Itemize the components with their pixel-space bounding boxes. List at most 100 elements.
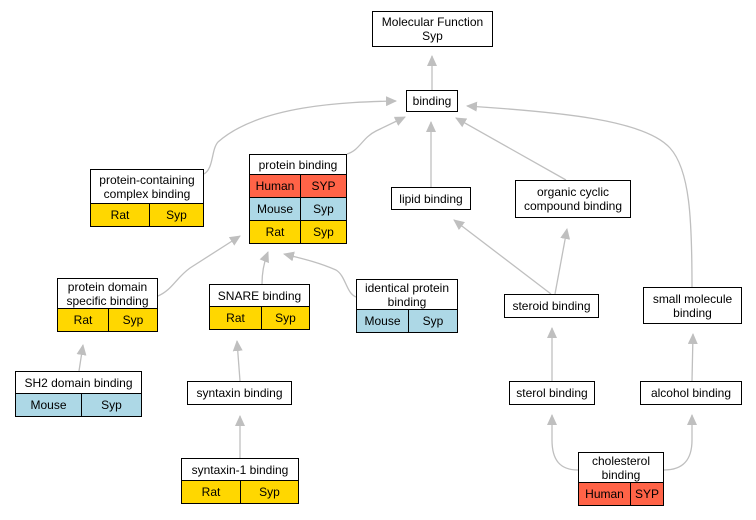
annotation-row: Human SYP (579, 482, 663, 505)
node-label-line: identical protein (364, 280, 450, 295)
node-alcohol-binding[interactable]: alcohol binding (640, 381, 742, 405)
node-label-line: SH2 domain binding (24, 375, 133, 390)
species-cell: Rat (110, 208, 130, 222)
node-label-line: cholesterol (591, 453, 651, 468)
node-label-line: binding (673, 305, 712, 320)
node-label: SNARE binding (210, 285, 309, 306)
node-label-line: syntaxin-1 binding (191, 462, 289, 477)
node-steroid-binding[interactable]: steroid binding (504, 294, 599, 318)
species-cell: Rat (73, 313, 93, 327)
species-cell: Rat (201, 485, 221, 499)
node-label-line: syntaxin binding (196, 386, 283, 400)
edge-protein-containing-complex-binding-to-binding (203, 96, 397, 175)
species-cell: Mouse (256, 202, 294, 216)
edge-syntaxin-binding-to-snare-binding (232, 340, 243, 382)
species-cell: Human (585, 487, 624, 501)
annotation-row: Rat Syp (210, 306, 309, 329)
annotation-row: Rat Syp (250, 220, 346, 243)
edge-identical-protein-binding-to-protein-binding (283, 251, 357, 298)
node-label-line: binding (412, 94, 452, 108)
node-label: SH2 domain binding (16, 372, 141, 393)
node-label: syntaxin-1 binding (182, 459, 298, 480)
node-label: sterol binding (510, 382, 594, 404)
edge-cholesterol-binding-to-sterol-binding (547, 414, 579, 471)
node-label-line: SNARE binding (217, 288, 302, 303)
annotation-row: Rat Syp (58, 308, 157, 331)
gene-cell: Syp (300, 198, 346, 220)
node-label-line: binding (601, 467, 641, 482)
annotation-row: Mouse Syp (357, 309, 457, 332)
node-label-line: small molecule (652, 291, 733, 306)
node-lipid-binding[interactable]: lipid binding (391, 187, 471, 210)
edge-small-molecule-binding-to-binding (466, 101, 693, 288)
gene-cell: Syp (240, 481, 298, 503)
species-cell: Mouse (364, 314, 401, 328)
species-cell: Rat (265, 225, 285, 239)
node-label: binding (407, 91, 457, 111)
gene-cell: SYP (630, 483, 663, 505)
edge-protein-binding-to-binding (346, 116, 406, 155)
edge-cholesterol-binding-to-alcohol-binding (663, 414, 697, 471)
edge-organic-cyclic-compound-binding-to-binding (455, 117, 567, 181)
annotation-row: Mouse Syp (250, 197, 346, 220)
node-label-line: sterol binding (516, 386, 588, 400)
annotation-row: Mouse Syp (16, 393, 141, 416)
gene-cell: SYP (300, 175, 346, 197)
node-label: lipid binding (392, 188, 470, 209)
gene-cell: Syp (408, 310, 457, 332)
node-binding[interactable]: binding (406, 90, 458, 112)
edge-snare-binding-to-protein-binding (259, 251, 269, 285)
node-label-line: protein domain (67, 279, 148, 294)
node-label: steroid binding (505, 295, 598, 317)
edge-steroid-binding-to-organic-cyclic-compound-binding (554, 228, 571, 295)
annotation-row: Human SYP (250, 174, 346, 197)
edge-steroid-binding-to-lipid-binding (453, 219, 552, 295)
gene-cell: Syp (108, 309, 157, 331)
node-label-line: organic cyclic (536, 185, 610, 199)
node-label-line: Syp (422, 29, 443, 43)
annotation-row: Rat Syp (182, 480, 298, 503)
node-label-line: binding (387, 294, 427, 309)
gene-cell: Syp (81, 394, 141, 416)
species-cell: Mouse (30, 398, 67, 412)
node-label: protein binding (250, 155, 346, 174)
edge-alcohol-binding-to-small-molecule-binding (687, 333, 698, 382)
node-label-line: specific binding (66, 293, 149, 308)
node-label-line: steroid binding (512, 299, 591, 313)
node-syntaxin-binding[interactable]: syntaxin binding (187, 381, 292, 405)
node-label: alcohol binding (641, 382, 741, 404)
gene-cell: Syp (261, 307, 309, 329)
species-cell: Human (255, 179, 295, 193)
node-label: syntaxin binding (188, 382, 291, 404)
edge-protein-domain-specific-binding-to-protein-binding (157, 235, 241, 297)
annotation-row: Rat Syp (91, 203, 203, 226)
node-label-line: compound binding (523, 199, 623, 213)
node-sterol-binding[interactable]: sterol binding (509, 381, 595, 405)
node-label-line: Molecular Function (381, 15, 484, 29)
species-cell: Rat (226, 311, 245, 325)
node-label-line: protein-containing (99, 172, 195, 187)
node-label-line: protein binding (258, 157, 338, 172)
node-label-line: lipid binding (399, 191, 463, 206)
gene-cell: Syp (149, 204, 203, 226)
gene-cell: Syp (300, 221, 346, 243)
